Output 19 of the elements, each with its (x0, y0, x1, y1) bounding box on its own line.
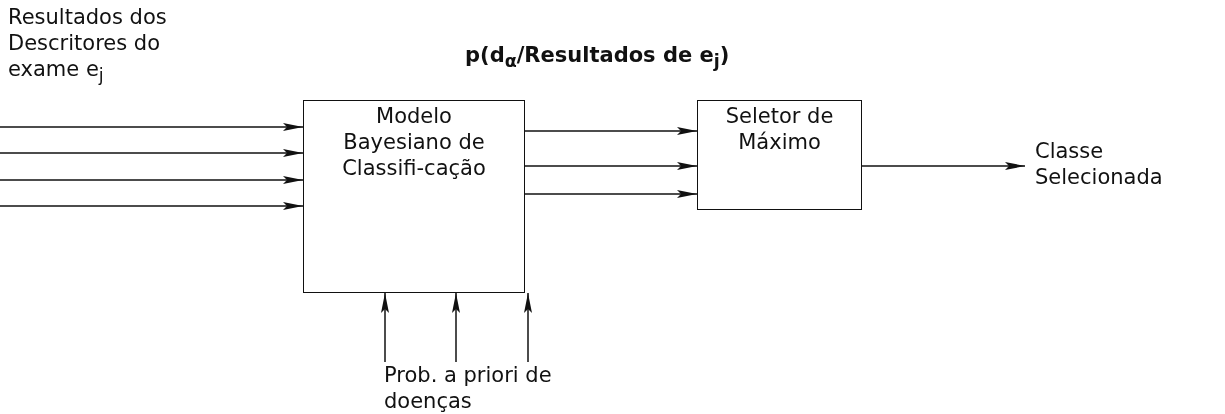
arrow (861, 162, 1026, 170)
arrow (524, 190, 698, 198)
arrow (0, 149, 304, 157)
probability-label: p(d$_{α}$/Resultados de e$_{j}$) (465, 42, 731, 74)
arrow (0, 176, 304, 184)
node-text: Classe Selecionada (1035, 138, 1164, 190)
arrow (452, 292, 460, 363)
arrow (381, 292, 389, 363)
node-text: Modelo Bayesiano de Classifi-cação (341, 103, 487, 181)
arrow (0, 123, 304, 131)
node-text: Prob. a priori de doenças (384, 362, 553, 414)
process-box (303, 100, 525, 293)
arrow (0, 202, 304, 210)
input-label: Resultados dos Descritores do exame e$_{j}$ (8, 4, 168, 88)
arrow (524, 127, 698, 135)
process-box (697, 100, 862, 210)
arrow (524, 162, 698, 170)
arrow (524, 292, 532, 363)
node-text: Seletor de Máximo (724, 103, 835, 155)
